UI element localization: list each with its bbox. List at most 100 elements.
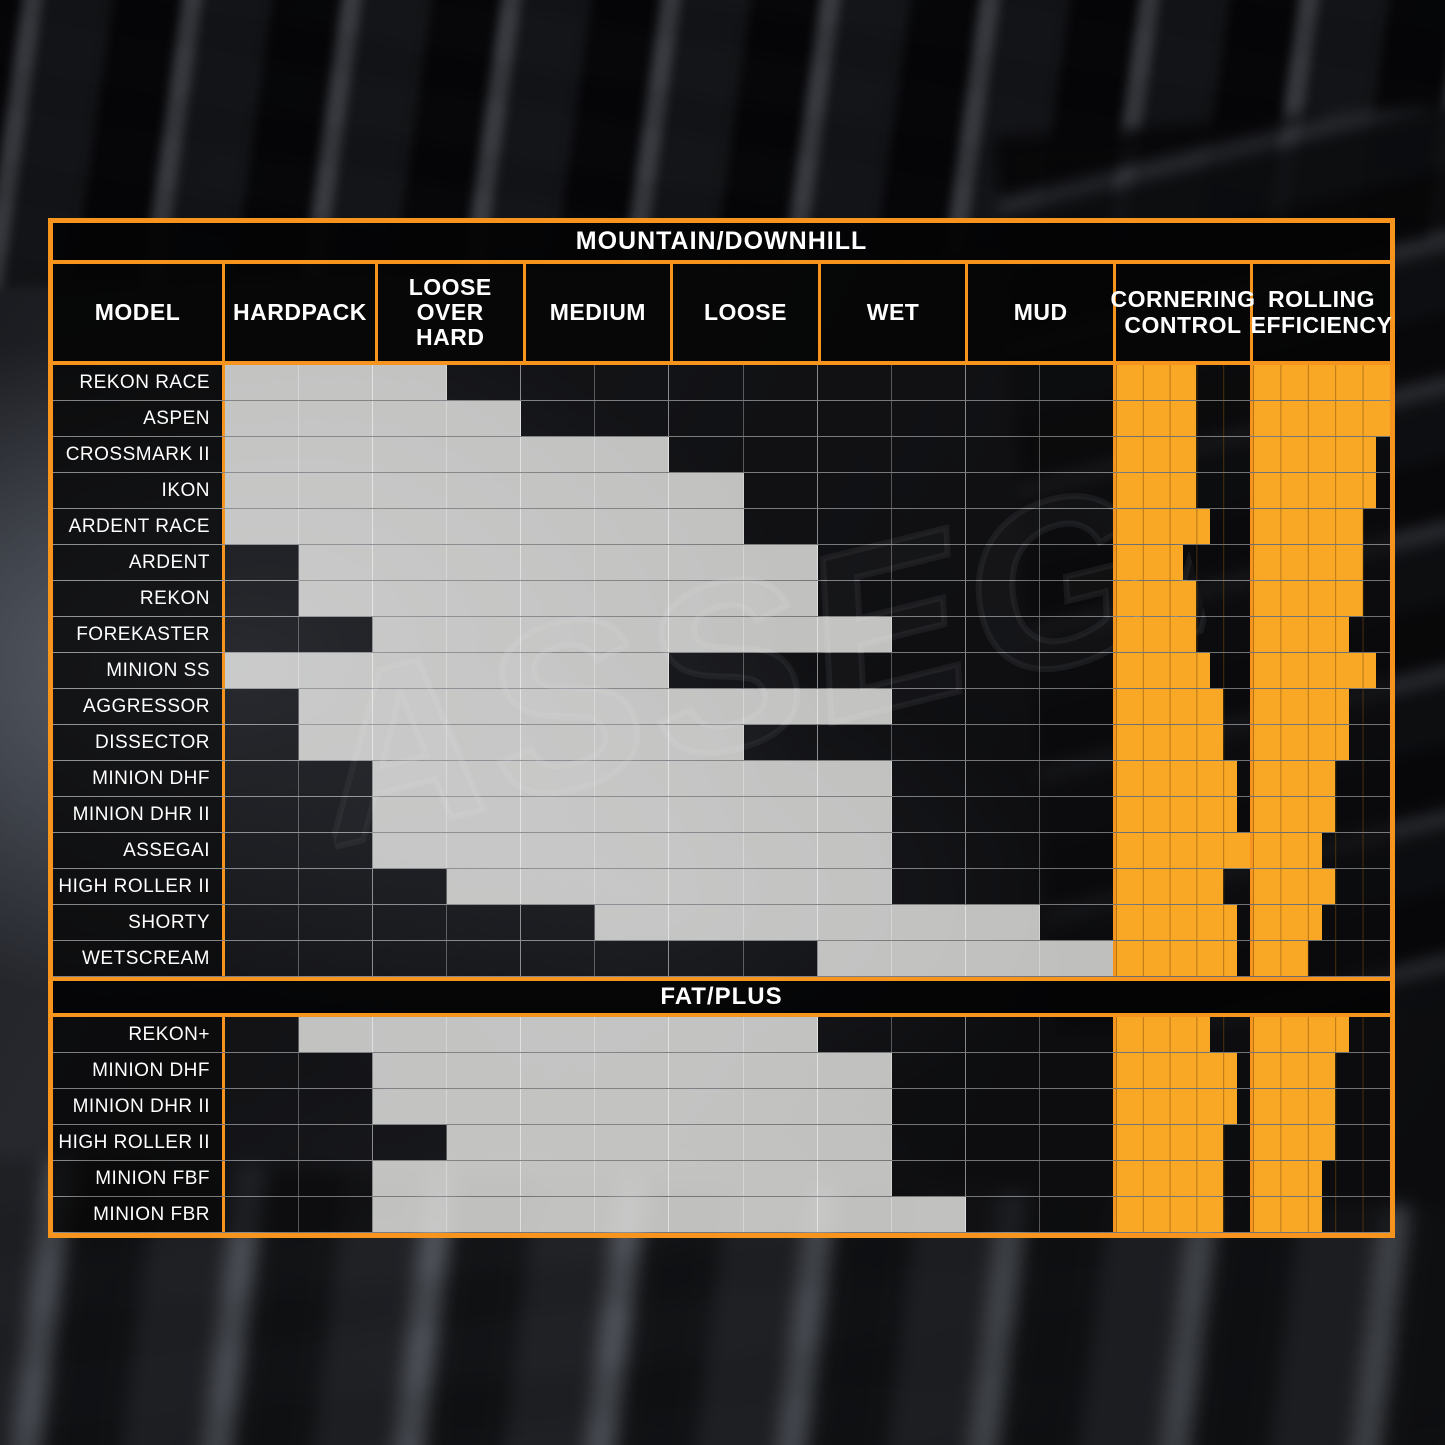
rolling-rating [1253, 869, 1390, 904]
terrain-cell [299, 365, 374, 400]
rating-gridlines [1116, 473, 1250, 508]
rolling-rating [1253, 1161, 1390, 1196]
terrain-cell [1039, 689, 1113, 724]
terrain-cell [1039, 545, 1113, 580]
rating-gridlines [1253, 509, 1390, 544]
terrain-cell [225, 365, 300, 400]
terrain-cell [1039, 833, 1113, 868]
terrain-cell [595, 1017, 670, 1052]
rating-gridlines [1253, 437, 1390, 472]
terrain-cell [817, 725, 892, 760]
terrain-cell [521, 653, 596, 688]
terrain-cell [891, 725, 966, 760]
model-label: MINION FBR [53, 1197, 225, 1232]
table-row: ARDENT [53, 545, 1390, 581]
terrain-cell [521, 1089, 596, 1124]
terrain-cell [743, 653, 818, 688]
terrain-cell [965, 1161, 1040, 1196]
terrain-cell [299, 617, 374, 652]
terrain-cell [595, 797, 670, 832]
terrain-cell [743, 941, 818, 976]
terrain-cell [743, 365, 818, 400]
terrain-cell [1039, 653, 1113, 688]
terrain-cell [521, 545, 596, 580]
terrain-cell [669, 761, 744, 796]
terrain-cell [1039, 1017, 1113, 1052]
column-header-hardpack: HARDPACK [225, 264, 378, 361]
rating-gridlines [1116, 1053, 1250, 1088]
cornering-rating [1116, 1161, 1253, 1196]
terrain-cell [595, 509, 670, 544]
terrain-cell [225, 545, 300, 580]
terrain-cell [595, 725, 670, 760]
terrain-cell [669, 1197, 744, 1232]
terrain-cell [595, 1053, 670, 1088]
terrain-cell [891, 581, 966, 616]
terrain-cell [891, 761, 966, 796]
cornering-rating [1116, 437, 1253, 472]
rating-gridlines [1116, 833, 1250, 868]
rolling-rating [1253, 797, 1390, 832]
terrain-cell [743, 1125, 818, 1160]
rolling-rating [1253, 581, 1390, 616]
rolling-rating [1253, 1197, 1390, 1232]
terrain-cell [447, 1197, 522, 1232]
terrain-cell [669, 545, 744, 580]
rolling-rating [1253, 1053, 1390, 1088]
terrain-cell [965, 365, 1040, 400]
terrain-cell [669, 473, 744, 508]
terrain-cell [521, 473, 596, 508]
terrain-cell [669, 725, 744, 760]
terrain-cell [299, 653, 374, 688]
terrain-cell [373, 437, 448, 472]
terrain-cell [299, 437, 374, 472]
terrain-cell [817, 1197, 892, 1232]
rating-gridlines [1116, 1161, 1250, 1196]
terrain-cell [595, 473, 670, 508]
rating-gridlines [1116, 689, 1250, 724]
rolling-rating [1253, 545, 1390, 580]
terrain-cell [743, 1089, 818, 1124]
terrain-cell [1039, 1197, 1113, 1232]
terrain-span-bar [225, 1089, 1116, 1124]
terrain-cell [299, 473, 374, 508]
terrain-span-bar [225, 581, 1116, 616]
model-label: REKON RACE [53, 365, 225, 400]
terrain-cell [817, 1017, 892, 1052]
table-row: MINION DHR II [53, 1089, 1390, 1125]
rolling-rating [1253, 1125, 1390, 1160]
cornering-rating [1116, 545, 1253, 580]
terrain-cell [891, 1053, 966, 1088]
table-row: SHORTY [53, 905, 1390, 941]
terrain-cell [743, 797, 818, 832]
rating-gridlines [1253, 1161, 1390, 1196]
terrain-cell [595, 1089, 670, 1124]
terrain-cell [595, 869, 670, 904]
column-header-mud: MUD [968, 264, 1116, 361]
terrain-cell [965, 437, 1040, 472]
rating-gridlines [1253, 617, 1390, 652]
terrain-cell [299, 581, 374, 616]
cornering-rating [1116, 689, 1253, 724]
terrain-cell [299, 833, 374, 868]
model-label: FOREKASTER [53, 617, 225, 652]
table-row: DISSECTOR [53, 725, 1390, 761]
terrain-cell [743, 869, 818, 904]
terrain-cell [743, 401, 818, 436]
terrain-cell [891, 689, 966, 724]
rating-gridlines [1116, 545, 1250, 580]
terrain-cell [743, 905, 818, 940]
terrain-cell [595, 365, 670, 400]
terrain-cell [817, 653, 892, 688]
table-row: MINION FBF [53, 1161, 1390, 1197]
terrain-cell [299, 1161, 374, 1196]
terrain-cell [743, 1161, 818, 1196]
terrain-cell [669, 689, 744, 724]
terrain-cell [299, 1125, 374, 1160]
terrain-cell [669, 869, 744, 904]
column-header-model: MODEL [53, 264, 225, 361]
terrain-cell [817, 401, 892, 436]
rating-gridlines [1116, 797, 1250, 832]
terrain-cell [447, 1053, 522, 1088]
